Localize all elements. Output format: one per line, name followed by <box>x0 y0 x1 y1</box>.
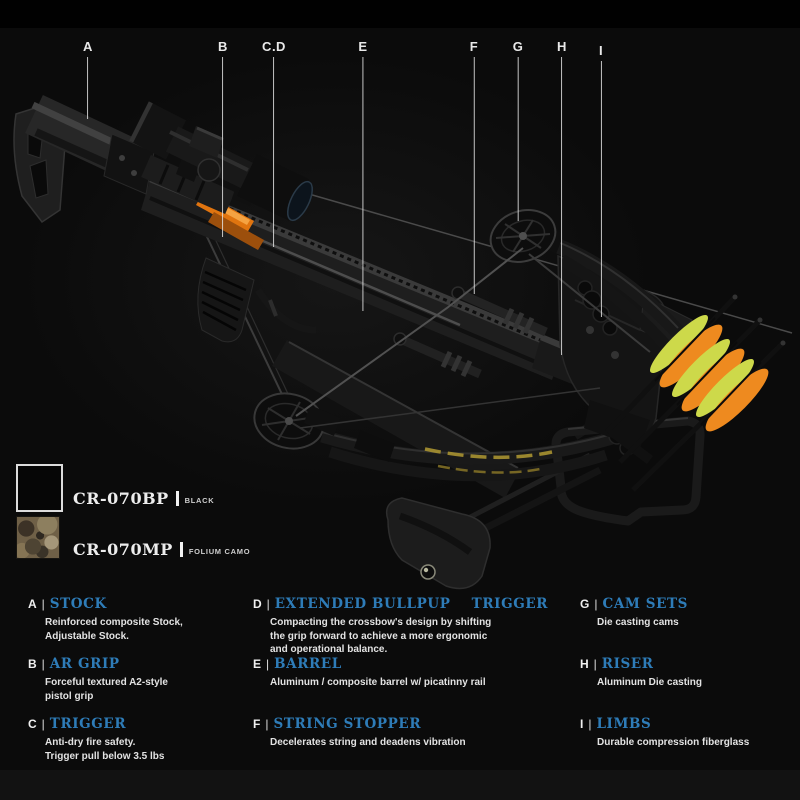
callout-e: E <box>358 40 367 311</box>
legend-letter: H <box>580 657 589 671</box>
leader-line-i <box>600 61 602 317</box>
legend-pipe: | <box>41 717 45 731</box>
legend-title: RISER <box>601 656 654 672</box>
legend-letter: B <box>28 657 37 671</box>
legend-pipe: | <box>266 657 270 671</box>
divider-bar <box>175 491 179 506</box>
callout-letter: E <box>358 39 368 54</box>
finish-name: BLACK <box>184 495 215 505</box>
legend-title: TRIGGER <box>49 716 127 732</box>
bottom-band <box>0 770 800 800</box>
legend-description: Reinforced composite Stock, Adjustable S… <box>45 617 183 642</box>
legend-letter: D <box>253 597 262 611</box>
callout-letter: B <box>218 39 228 54</box>
legend-column-2: D | EXTENDED BULLPUP TRIGGER Compacting … <box>253 596 583 776</box>
legend-item-cam-sets: G | CAM SETS Die casting cams <box>580 596 790 656</box>
legend-description: Anti-dry fire safety. Trigger pull below… <box>45 737 165 762</box>
swatch-folium-camo <box>16 516 60 559</box>
callout-letter: F <box>469 39 479 54</box>
legend-pipe: | <box>266 597 270 611</box>
legend-letter: F <box>253 717 261 731</box>
legend-description: Forceful textured A2-style pistol grip <box>45 677 168 702</box>
leader-line-b <box>222 57 224 237</box>
callout-a: A <box>83 40 93 119</box>
top-black-band <box>0 0 800 28</box>
stock <box>13 94 235 224</box>
legend-description: Compacting the crossbow's design by shif… <box>270 617 492 655</box>
legend-title: STRING STOPPER <box>273 716 422 732</box>
legend-pipe: | <box>41 597 45 611</box>
callout-letter: C.D <box>262 39 286 54</box>
leader-line-f <box>473 57 475 294</box>
callout-h: H <box>557 40 567 355</box>
legend-description: Decelerates string and deadens vibration <box>270 737 466 748</box>
legend-letter: A <box>28 597 37 611</box>
callout-cd: C.D <box>262 40 286 247</box>
legend-letter: E <box>253 657 262 671</box>
callout-letter: A <box>83 39 93 54</box>
legend-letter: G <box>580 597 590 611</box>
legend-description: Aluminum Die casting <box>597 677 703 688</box>
pistol-grip <box>197 257 317 343</box>
legend-title: CAM SETS <box>602 596 688 612</box>
legend-title: LIMBS <box>596 716 652 732</box>
legend-item-riser: H | RISER Aluminum Die casting <box>580 656 790 716</box>
leader-line-cd <box>273 57 275 247</box>
callout-f: F <box>470 40 478 294</box>
model-name: CR-070MP <box>73 540 173 559</box>
callout-i: I <box>599 44 603 317</box>
legend-pipe: | <box>265 717 269 731</box>
legend-description: Durable compression fiberglass <box>597 737 750 748</box>
leader-line-g <box>517 57 519 221</box>
variant-row-camo: CR-070MP FOLIUM CAMO <box>73 540 250 559</box>
legend-title: AR GRIP <box>49 656 120 672</box>
legend-column-3: G | CAM SETS Die casting cams H | RISER … <box>580 596 790 776</box>
swatch-black <box>16 464 63 512</box>
legend-item-ar-grip: B | AR GRIP Forceful textured A2-style p… <box>28 656 243 716</box>
callout-letter: H <box>557 39 567 54</box>
legend-pipe: | <box>588 717 592 731</box>
legend-letter: C <box>28 717 37 731</box>
finish-name: FOLIUM CAMO <box>188 546 251 556</box>
legend-item-limbs: I | LIMBS Durable compression fiberglass <box>580 716 790 776</box>
legend-pipe: | <box>594 597 598 611</box>
legend-item-extended-bullpup-trigger: D | EXTENDED BULLPUP TRIGGER Compacting … <box>253 596 583 656</box>
leader-line-e <box>362 57 364 311</box>
legend-item-stock: A | STOCK Reinforced composite Stock, Ad… <box>28 596 243 656</box>
callout-g: G <box>513 40 524 221</box>
leader-line-a <box>87 57 89 119</box>
divider-bar <box>179 542 183 557</box>
scope <box>129 101 314 222</box>
legend-letter: I <box>580 717 584 731</box>
legend-item-trigger: C | TRIGGER Anti-dry fire safety. Trigge… <box>28 716 243 776</box>
callout-b: B <box>218 40 228 237</box>
legend-column-1: A | STOCK Reinforced composite Stock, Ad… <box>28 596 243 776</box>
callout-letter: I <box>598 43 604 58</box>
legend-item-barrel: E | BARREL Aluminum / composite barrel w… <box>253 656 583 716</box>
bowstring-cables <box>295 247 651 429</box>
leader-line-h <box>561 57 563 355</box>
upper-cam <box>489 209 564 263</box>
variant-row-black: CR-070BP BLACK <box>73 489 214 508</box>
legend-description: Die casting cams <box>597 617 679 628</box>
legend-item-string-stopper: F | STRING STOPPER Decelerates string an… <box>253 716 583 776</box>
legend-pipe: | <box>593 657 597 671</box>
legend-title: EXTENDED BULLPUP TRIGGER <box>274 596 549 612</box>
legend-description: Aluminum / composite barrel w/ picatinny… <box>270 677 486 688</box>
arrows <box>605 294 786 492</box>
callout-letter: G <box>512 39 524 54</box>
legend-title: STOCK <box>49 596 107 612</box>
legend-title: BARREL <box>274 656 342 672</box>
model-name: CR-070BP <box>73 489 169 508</box>
string-stopper-rods <box>393 286 548 379</box>
legend-pipe: | <box>41 657 45 671</box>
